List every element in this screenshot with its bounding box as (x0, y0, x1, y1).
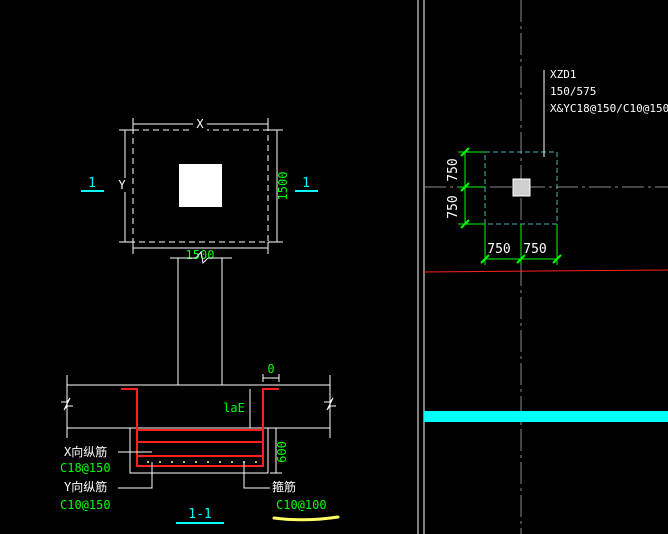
dim-top-text: 750 (446, 158, 461, 181)
section-mark-left: 1 (88, 176, 96, 191)
stirrup-leader (243, 462, 270, 489)
y-bar-value: C10@150 (60, 498, 111, 512)
section-view: 0 laE 600 X向纵筋 C18@150 Y向纵筋 C10@150 箍筋 C… (60, 250, 340, 524)
column-square (179, 164, 222, 207)
anchor-length-label: laE (223, 401, 245, 415)
stirrup-rebar (121, 388, 279, 467)
footing-outline (132, 129, 269, 243)
section-title: 1-1 (188, 507, 211, 522)
dim-left-text: 750 (487, 242, 510, 257)
column-plan-square[interactable] (512, 178, 531, 197)
cyan-beam-band[interactable] (424, 411, 668, 422)
x-bar-label: X向纵筋 (64, 444, 107, 459)
tag-name: XZD1 (550, 68, 577, 81)
plan-view: X Y 1500 1500 1 1 (81, 117, 318, 262)
dim-bottom-text: 750 (446, 195, 461, 218)
highlight-underline (272, 515, 340, 522)
cover-dim-text: 0 (267, 362, 274, 376)
plan-height-dim-text: 1500 (276, 172, 290, 201)
tag-rebar: X&YC18@150/C10@150 (550, 102, 668, 115)
tag-size: 150/575 (550, 85, 596, 98)
x-bar-value: C18@150 (60, 461, 111, 475)
dim-right-text: 750 (523, 242, 546, 257)
y-bar-leader (118, 462, 153, 489)
section-mark-right: 1 (302, 176, 310, 191)
slab-break-right (324, 397, 336, 411)
plan-x-label: X (196, 117, 204, 131)
stirrup-label: 箍筋 (272, 479, 296, 494)
left-detail-panel: X Y 1500 1500 1 1 (60, 0, 419, 534)
y-bar-label: Y向纵筋 (64, 479, 107, 494)
footing-section (129, 427, 269, 474)
column-break-line (170, 250, 232, 265)
plan-width-dim-text: 1500 (186, 248, 215, 262)
right-plan-panel: XZD1 150/575 X&YC18@150/C10@150 750 750 … (423, 0, 668, 534)
plan-y-label: Y (118, 178, 126, 192)
red-beam-line (423, 269, 668, 273)
footing-depth-text: 600 (275, 441, 289, 463)
stirrup-value: C10@100 (276, 498, 327, 512)
slab-break-left (61, 397, 73, 411)
bottom-bar-dots (147, 461, 257, 463)
